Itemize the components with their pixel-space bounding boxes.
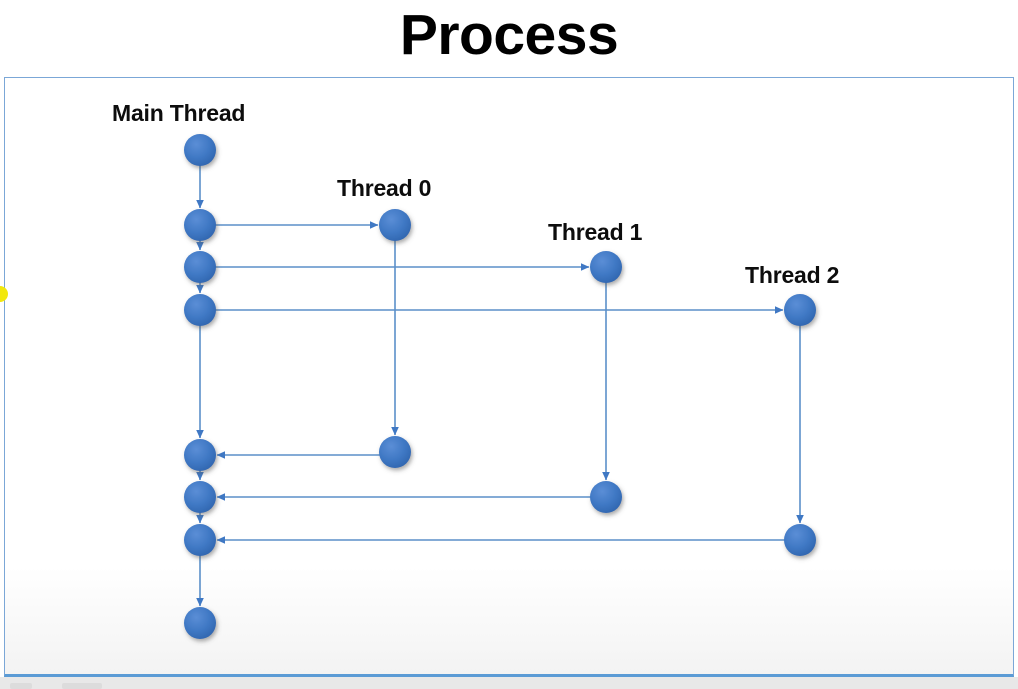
thread-label-thread-0: Thread 0 <box>337 175 432 201</box>
thread-label-thread-1: Thread 1 <box>548 219 643 245</box>
taskbar-ghost-item[interactable] <box>10 683 32 689</box>
thread-label-main-thread: Main Thread <box>112 100 246 126</box>
page-title: Process <box>399 3 619 67</box>
diagram-frame <box>4 77 1014 677</box>
taskbar-ghost-item[interactable] <box>62 683 102 689</box>
desktop-strip <box>0 677 1018 689</box>
yellow-edge-marker-icon <box>0 286 8 302</box>
thread-label-thread-2: Thread 2 <box>745 262 840 288</box>
